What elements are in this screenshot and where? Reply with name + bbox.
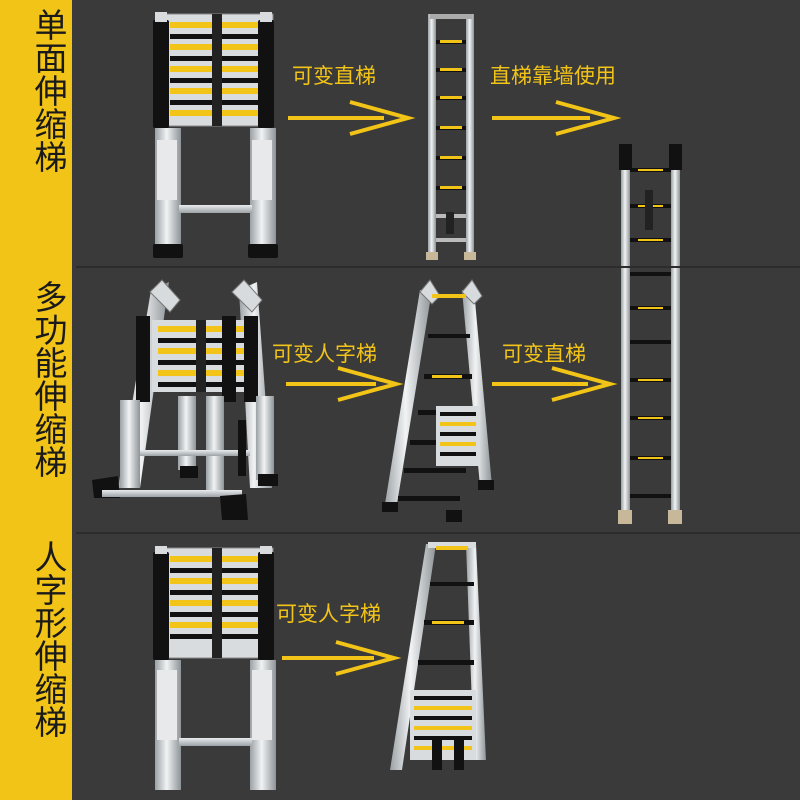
- arrow-label-to-a-frame: 可变人字梯: [272, 342, 377, 366]
- right-arrow-icon: [286, 366, 404, 402]
- arrow-label-to-straight: 可变直梯: [502, 342, 586, 366]
- arrow-label-wall-use: 直梯靠墙使用: [490, 64, 616, 88]
- straight-ladder-icon: [426, 14, 476, 260]
- right-arrow-icon: [282, 640, 402, 676]
- label-single-sided-ladder: 单面伸缩梯: [29, 8, 68, 173]
- folded-multi-ladder-icon: [92, 279, 278, 520]
- row-divider: [76, 266, 800, 268]
- collapsed-a-frame-ladder-icon: [153, 546, 276, 790]
- label-multi-function-ladder: 多功能伸缩梯: [29, 280, 68, 478]
- arrow-label-to-straight: 可变直梯: [292, 64, 376, 88]
- a-frame-ladder-icon: [390, 542, 486, 770]
- wall-ladder-icon: [618, 144, 682, 524]
- collapsed-ladder-icon: [153, 12, 278, 258]
- right-arrow-icon: [492, 366, 618, 402]
- row-divider: [76, 532, 800, 534]
- right-arrow-icon: [288, 100, 416, 136]
- label-a-frame-ladder: 人字形伸缩梯: [29, 540, 68, 738]
- category-sidebar: 单面伸缩梯 多功能伸缩梯 人字形伸缩梯: [0, 0, 72, 800]
- a-frame-ladder-icon: [382, 279, 494, 522]
- right-arrow-icon: [492, 100, 622, 136]
- arrow-label-to-a-frame: 可变人字梯: [276, 602, 381, 626]
